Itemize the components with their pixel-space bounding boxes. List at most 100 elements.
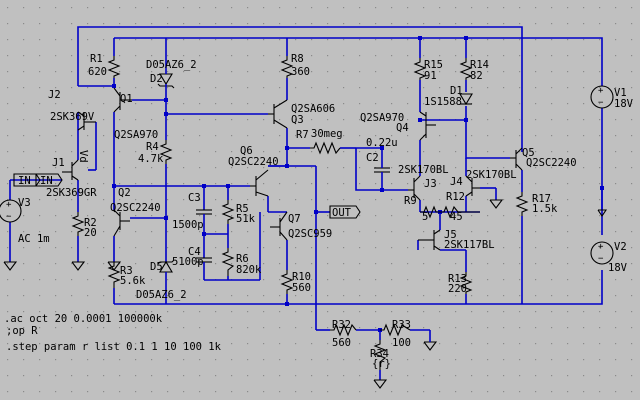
resistor-R7[interactable]	[310, 141, 341, 155]
label-R33-value: 100	[392, 337, 411, 349]
resistor-R17[interactable]	[515, 192, 529, 216]
label-R1-value: 620	[88, 66, 107, 78]
label-Q3-value: Q2SA606	[291, 103, 335, 115]
resistor-R14[interactable]	[459, 58, 473, 80]
voltage-source-V1[interactable]: + −	[590, 85, 614, 109]
resistor-R13[interactable]	[459, 272, 473, 294]
transistor-Q4[interactable]	[419, 111, 436, 141]
label-Q1-value: Q2SA970	[114, 129, 158, 141]
label-J4: J4	[450, 176, 463, 188]
label-C3-value: 1500p	[172, 219, 204, 231]
voltage-source-V2[interactable]: + −	[590, 241, 614, 265]
transistor-Q5[interactable]	[510, 147, 523, 171]
resistor-R4[interactable]	[159, 140, 173, 164]
resistor-R32[interactable]	[330, 323, 357, 337]
label-R32-value: 560	[332, 337, 351, 349]
component-labels: J2 2SK369V R1 620 D05AZ6_2 D2 Q1 Q2SA970…	[18, 53, 634, 370]
voltage-source-V3[interactable]: + −	[0, 199, 22, 223]
label-R14-value: 82	[470, 70, 483, 82]
zener-diode-D2[interactable]	[157, 58, 175, 96]
label-Q3: Q3	[291, 114, 304, 126]
resistor-R34[interactable]	[373, 340, 387, 370]
transistor-Q2[interactable]	[113, 209, 130, 237]
label-Q4-value: Q2SA970	[360, 112, 404, 124]
label-D1: D1	[450, 85, 463, 97]
transistor-Q3[interactable]	[268, 99, 288, 129]
label-C2: C2	[366, 152, 379, 164]
label-R1: R1	[90, 53, 103, 65]
capacitor-C2[interactable]	[374, 162, 390, 178]
label-R13-value: 220	[448, 283, 467, 295]
svg-text:−: −	[598, 98, 604, 108]
directive-ac: .ac oct 20 0.0001 100000k	[4, 313, 163, 325]
transistor-Q1[interactable]	[113, 87, 132, 113]
resistor-R9[interactable]	[420, 205, 440, 219]
resistor-R3[interactable]	[107, 262, 121, 288]
resistor-R2[interactable]	[71, 212, 85, 236]
resistor-R33[interactable]	[380, 323, 411, 337]
label-V3: V3	[18, 197, 31, 209]
capacitor-C4[interactable]	[196, 248, 212, 270]
label-R17-value: 1.5k	[532, 203, 558, 215]
svg-text:+: +	[6, 200, 12, 210]
jfet-J5[interactable]	[418, 229, 441, 251]
label-D2: D2	[150, 73, 163, 85]
port-flag-in-left	[13, 173, 41, 187]
label-R34-value: {r}	[372, 358, 391, 370]
label-R3: R3	[120, 265, 133, 277]
resistor-R12[interactable]	[440, 205, 480, 219]
transistor-Q7[interactable]	[270, 211, 288, 241]
zener-diode-D5[interactable]	[157, 240, 175, 286]
svg-text:−: −	[598, 254, 604, 264]
label-R15-value: 91	[424, 70, 437, 82]
label-V1: V1	[614, 87, 627, 99]
resistor-R6[interactable]	[221, 248, 235, 276]
resistor-R8[interactable]	[280, 56, 294, 78]
label-Q2: Q2	[118, 187, 131, 199]
label-J1-value: 2SK369GR	[46, 187, 97, 199]
label-V3-value: AC 1m	[18, 233, 50, 245]
resistor-R10[interactable]	[280, 270, 294, 294]
label-V1-value: 18V	[614, 98, 634, 110]
label-J5-value: 2SK117BL	[444, 239, 495, 251]
label-Q7-value: Q2SC959	[288, 228, 332, 240]
jfet-J3[interactable]	[408, 175, 421, 201]
label-Q6-value: Q2SC2240	[228, 156, 279, 168]
label-R5-value: 51k	[236, 213, 256, 225]
label-J4-value: 2SK170BL	[466, 169, 517, 181]
resistor-R15[interactable]	[413, 58, 427, 80]
label-D2-value: D05AZ6_2	[146, 59, 197, 71]
label-R32: R32	[332, 319, 351, 331]
label-C4-value: 5100p	[172, 256, 204, 268]
label-J3: J3	[424, 178, 437, 190]
transistor-Q6[interactable]	[250, 169, 269, 197]
label-J2-value: 2SK369V	[50, 111, 95, 123]
label-R12: R12	[446, 191, 465, 203]
capacitor-C3[interactable]	[196, 200, 212, 224]
label-Q5-value: Q2SC2240	[526, 157, 577, 169]
label-in-right: IN	[40, 175, 53, 187]
jfet-J4[interactable]	[465, 175, 480, 197]
label-D5-value: D05AZ6_2	[136, 289, 187, 301]
label-Q7: Q7	[288, 213, 301, 225]
label-V2: V2	[614, 241, 627, 253]
resistor-R1[interactable]	[107, 56, 121, 78]
label-in-left: IN	[18, 175, 31, 187]
diode-D1[interactable]	[459, 93, 473, 106]
port-flag-out	[329, 205, 361, 219]
label-Vd: Vd	[77, 150, 89, 163]
svg-text:+: +	[598, 242, 604, 252]
svg-text:−: −	[6, 212, 12, 222]
label-out: OUT	[332, 207, 352, 219]
resistor-R5[interactable]	[221, 200, 235, 224]
directive-op: ;op R	[6, 325, 38, 337]
label-Q5: Q5	[522, 147, 535, 159]
label-R33: R33	[392, 319, 411, 331]
jfet-J2[interactable]	[77, 111, 96, 131]
label-R6-value: 820k	[236, 264, 262, 276]
label-R8-value: 360	[291, 66, 310, 78]
jfet-J1[interactable]	[62, 159, 79, 181]
label-Q1: Q1	[120, 93, 133, 105]
